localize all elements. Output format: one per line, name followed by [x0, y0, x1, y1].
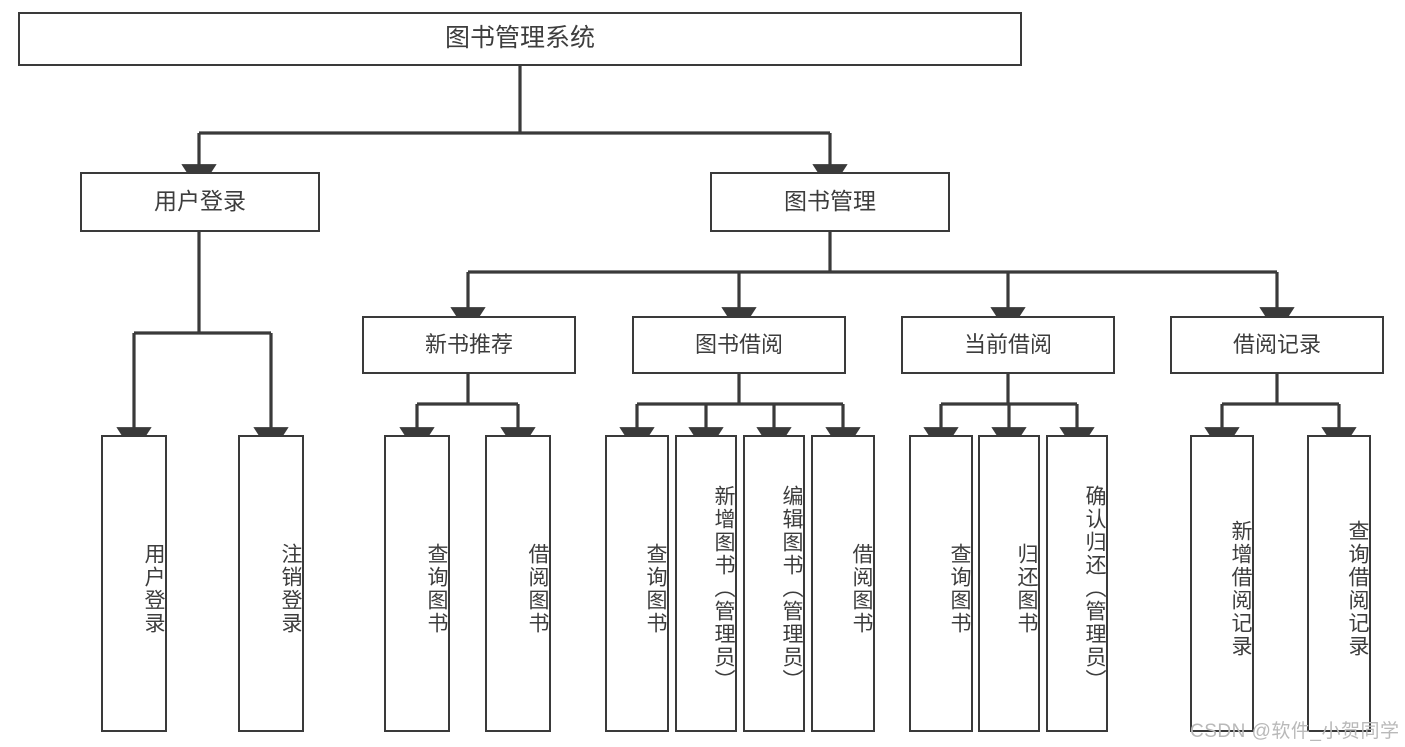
node-label: 新增借阅记录 — [1229, 519, 1252, 658]
leaf-current-confirm-return-admin[interactable]: 确认归还（管理员） — [1046, 435, 1108, 732]
node-label: 图书管理 — [784, 188, 876, 215]
leaf-borrow-query-book[interactable]: 查询图书 — [605, 435, 669, 732]
node-label: 借阅图书 — [526, 542, 549, 635]
node-label: 查询图书 — [644, 542, 667, 635]
node-new-book-recommend[interactable]: 新书推荐 — [362, 316, 576, 374]
node-label: 图书借阅 — [694, 332, 783, 358]
node-label: 用户登录 — [142, 542, 165, 635]
node-label: 借阅记录 — [1232, 332, 1321, 358]
node-label: 编辑图书（管理员） — [780, 485, 803, 692]
node-current-borrow[interactable]: 当前借阅 — [901, 316, 1115, 374]
node-label: 图书管理系统 — [444, 24, 595, 53]
node-label: 归还图书 — [1015, 542, 1038, 635]
node-book-borrow[interactable]: 图书借阅 — [632, 316, 846, 374]
leaf-borrow-edit-book-admin[interactable]: 编辑图书（管理员） — [743, 435, 805, 732]
node-label: 当前借阅 — [963, 332, 1052, 358]
node-label: 查询借阅记录 — [1346, 519, 1369, 658]
node-root-system[interactable]: 图书管理系统 — [18, 12, 1022, 66]
leaf-user-login-login[interactable]: 用户登录 — [101, 435, 167, 732]
node-borrow-record[interactable]: 借阅记录 — [1170, 316, 1384, 374]
node-label: 确认归还（管理员） — [1083, 485, 1106, 692]
csdn-watermark: CSDN @软件_小贺同学 — [1190, 721, 1400, 742]
leaf-borrow-add-book-admin[interactable]: 新增图书（管理员） — [675, 435, 737, 732]
leaf-record-query-record[interactable]: 查询借阅记录 — [1307, 435, 1371, 732]
leaf-current-query-book[interactable]: 查询图书 — [909, 435, 973, 732]
leaf-record-add-record[interactable]: 新增借阅记录 — [1190, 435, 1254, 732]
node-label: 注销登录 — [279, 542, 302, 635]
leaf-new-book-borrow[interactable]: 借阅图书 — [485, 435, 551, 732]
node-label: 查询图书 — [425, 542, 448, 635]
leaf-current-return-book[interactable]: 归还图书 — [978, 435, 1040, 732]
leaf-borrow-borrow-book[interactable]: 借阅图书 — [811, 435, 875, 732]
node-book-management[interactable]: 图书管理 — [710, 172, 950, 232]
node-user-login[interactable]: 用户登录 — [80, 172, 320, 232]
leaf-user-login-logout[interactable]: 注销登录 — [238, 435, 304, 732]
node-label: 借阅图书 — [850, 542, 873, 635]
node-label: 新增图书（管理员） — [712, 485, 735, 692]
node-label: 查询图书 — [948, 542, 971, 635]
node-label: 新书推荐 — [424, 332, 513, 358]
node-label: 用户登录 — [154, 188, 246, 215]
leaf-new-book-query[interactable]: 查询图书 — [384, 435, 450, 732]
